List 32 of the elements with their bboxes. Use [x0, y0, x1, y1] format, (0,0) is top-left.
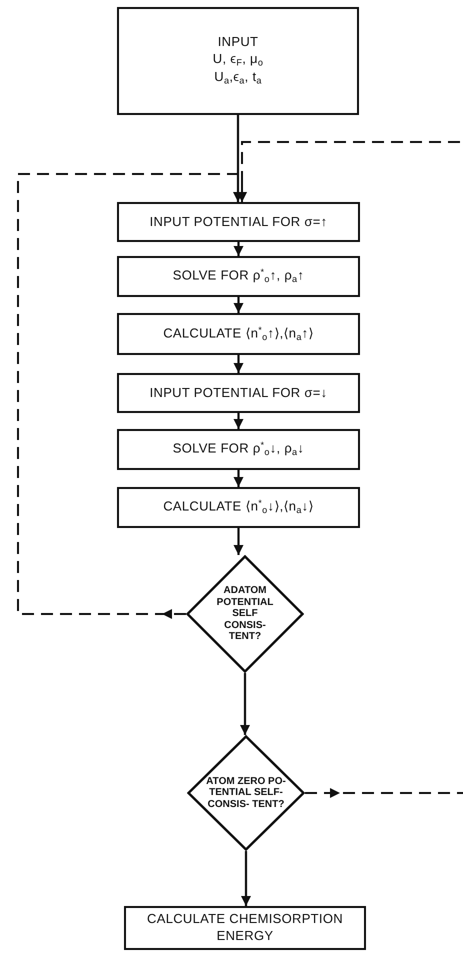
- box-label: U$_{a}$,ϵ$_{a}$, t$_{a}$: [214, 69, 262, 88]
- decision-text: ATOM ZERO PO- TENTIAL SELF- CONSIS- TENT?: [205, 776, 287, 810]
- box-label: U, ϵ$_{F}$, μ$_{o}$: [212, 51, 264, 70]
- process-box: [124, 906, 366, 950]
- dashed-arrow: [237, 141, 463, 794]
- box-label: SOLVE FOR ρ$^{*}$$_{o}$↓, ρ$_{a}$↓: [172, 440, 304, 459]
- process-box: [117, 373, 360, 413]
- process-box: [117, 313, 360, 355]
- process-box: [117, 202, 360, 242]
- decision-diamond: [186, 555, 304, 673]
- box-label: INPUT: [218, 34, 258, 52]
- box-label: INPUT POTENTIAL FOR σ=↓: [150, 384, 328, 402]
- box-label: CALCULATE ⟨n$^{*}$$_{o}$↓⟩,⟨n$_{a}$↓⟩: [163, 498, 314, 517]
- process-box: [117, 487, 360, 528]
- decision-diamond: [187, 735, 305, 851]
- box-label: CALCULATE ⟨n$^{*}$$_{o}$↑⟩,⟨n$_{a}$↑⟩: [163, 324, 314, 344]
- box-label: SOLVE FOR ρ$^{*}$$_{o}$↑, ρ$_{a}$↑: [172, 267, 304, 286]
- arrow: [234, 413, 244, 429]
- arrow: [234, 242, 244, 256]
- decision-text: ADATOM POTENTIAL SELF CONSIS- TENT?: [216, 585, 274, 643]
- process-box: [117, 256, 360, 297]
- arrow: [240, 673, 250, 735]
- arrow: [241, 851, 251, 906]
- box-label: CALCULATE CHEMISORPTION ENERGY: [146, 911, 344, 945]
- box-label: INPUT POTENTIAL FOR σ=↑: [150, 214, 328, 230]
- arrow: [233, 115, 243, 202]
- arrow: [234, 528, 244, 555]
- arrow: [234, 297, 244, 313]
- process-box: [117, 429, 360, 470]
- arrow: [234, 355, 244, 373]
- process-box: [117, 7, 359, 115]
- arrow: [234, 470, 244, 487]
